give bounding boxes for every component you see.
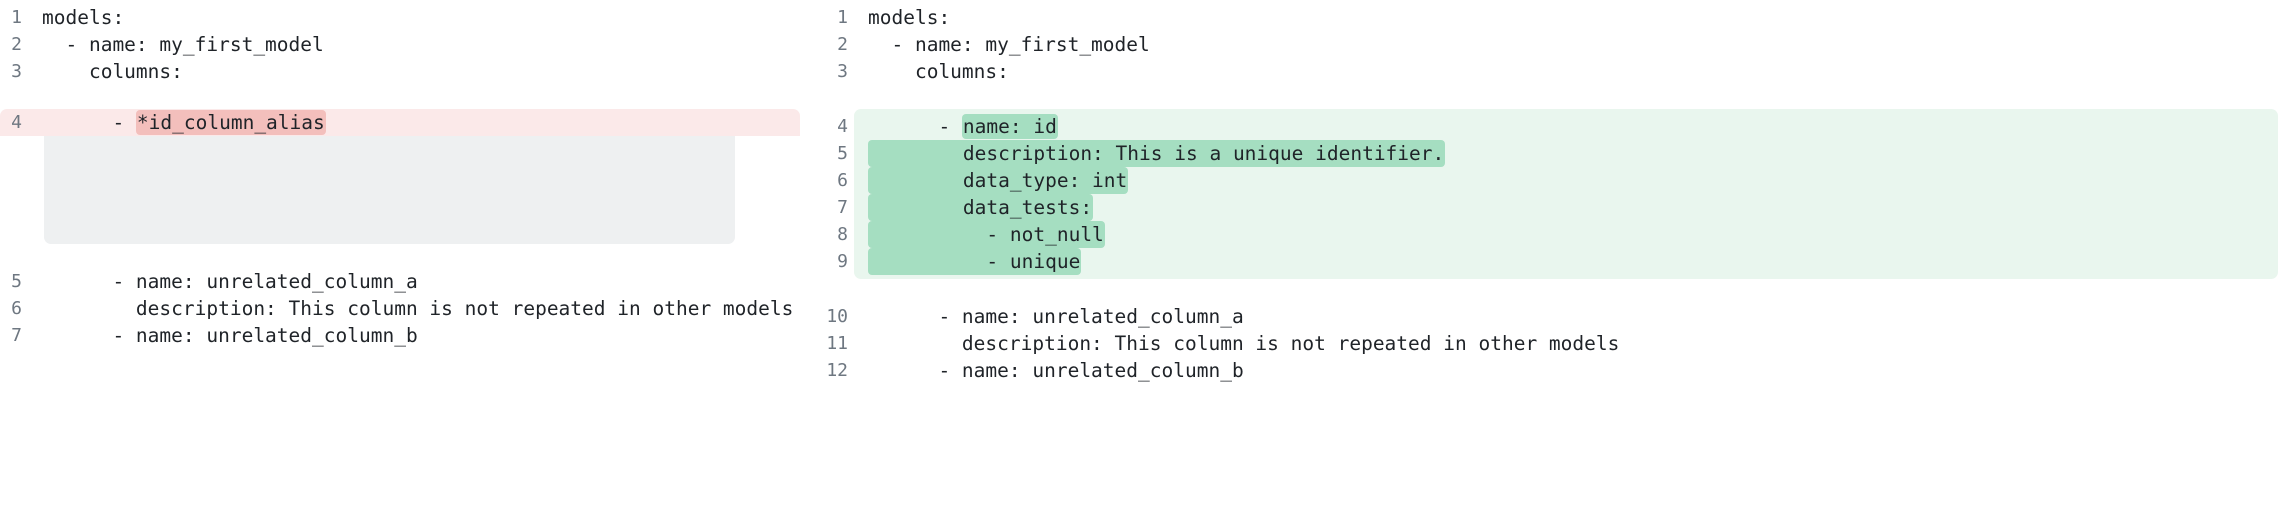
code-line[interactable]: 6 description: This column is not repeat… [0,295,800,322]
code-text: - name: my_first_model [42,33,324,56]
code-text: columns: [868,60,1009,83]
line-number: 3 [11,61,22,82]
code-line-added[interactable]: 7 data_tests: [800,194,2278,221]
code-indent: - [868,115,962,138]
line-number: 9 [837,251,848,272]
line-number: 7 [11,325,22,346]
line-number: 5 [11,271,22,292]
code-line-added[interactable]: 8 - not_null [800,221,2278,248]
code-line-added[interactable]: 9 - unique [800,248,2278,275]
line-number: 3 [837,61,848,82]
diff-added-block: 4 - name: id 5 description: This is a un… [837,109,2278,279]
block-gap [0,85,800,109]
added-token: data_type: int [868,167,1129,194]
diff-panel-before: 1 models: 2 - name: my_first_model 3 col… [0,0,800,349]
code-text: description: This is a unique identifier… [862,140,2278,167]
code-line-added[interactable]: 4 - name: id [800,113,2278,140]
code-line[interactable]: 3 columns: [0,58,800,85]
line-number: 7 [837,197,848,218]
code-text: columns: [42,60,183,83]
line-number: 4 [837,116,848,137]
code-line-added[interactable]: 5 description: This is a unique identifi… [800,140,2278,167]
code-line[interactable]: 3 columns: [800,58,2278,85]
line-number: 5 [837,143,848,164]
removed-token: *id_column_alias [135,110,326,135]
line-number: 4 [11,112,22,133]
code-text: - unique [862,248,2278,275]
code-text: - name: unrelated_column_b [868,359,1244,382]
line-number: 8 [837,224,848,245]
added-token: - not_null [868,221,1105,248]
code-line[interactable]: 11 description: This column is not repea… [800,330,2278,357]
code-line[interactable]: 10 - name: unrelated_column_a [800,303,2278,330]
code-indent: - [42,111,136,134]
line-number: 2 [837,34,848,55]
block-gap [0,244,800,268]
code-text: - name: my_first_model [868,33,1150,56]
line-number: 12 [826,360,848,381]
code-text: - name: id [862,113,2278,140]
code-text: description: This column is not repeated… [868,332,1620,355]
diff-panel-after: 1 models: 2 - name: my_first_model 3 col… [800,0,2278,384]
code-line[interactable]: 1 models: [800,4,2278,31]
code-text: - name: unrelated_column_a [42,270,418,293]
code-line-added[interactable]: 6 data_type: int [800,167,2278,194]
block-gap [800,85,2278,109]
line-number: 1 [837,7,848,28]
code-text: data_tests: [862,194,2278,221]
line-number: 2 [11,34,22,55]
code-text: models: [42,6,125,29]
code-text: description: This column is not repeated… [42,297,794,320]
code-line-removed[interactable]: 4 - *id_column_alias [0,109,800,136]
code-text: - name: unrelated_column_a [868,305,1244,328]
code-line[interactable]: 5 - name: unrelated_column_a [0,268,800,295]
code-line[interactable]: 1 models: [0,4,800,31]
line-number: 1 [11,7,22,28]
added-token: data_tests: [868,194,1094,221]
added-token: name: id [961,114,1058,139]
block-gap [800,279,2278,303]
code-line[interactable]: 7 - name: unrelated_column_b [0,322,800,349]
diff-filler-block [44,136,735,244]
added-token: description: This is a unique identifier… [868,140,1446,167]
code-text: - *id_column_alias [36,109,800,136]
code-text: models: [868,6,951,29]
code-text: data_type: int [862,167,2278,194]
code-line[interactable]: 2 - name: my_first_model [800,31,2278,58]
line-number: 10 [826,306,848,327]
code-line[interactable]: 2 - name: my_first_model [0,31,800,58]
code-line[interactable]: 12 - name: unrelated_column_b [800,357,2278,384]
code-text: - name: unrelated_column_b [42,324,418,347]
line-number: 6 [837,170,848,191]
code-text: - not_null [862,221,2278,248]
line-number: 11 [826,333,848,354]
line-number: 6 [11,298,22,319]
added-token: - unique [868,248,1082,275]
